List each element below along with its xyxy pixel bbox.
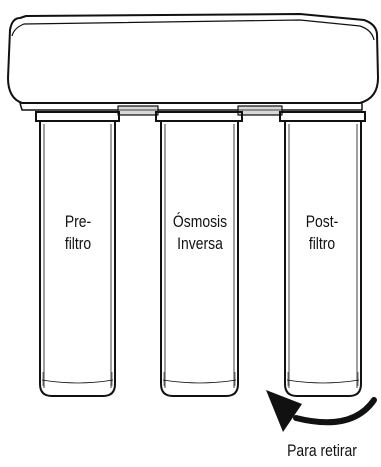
label-reverse-osmosis-line1: Ósmosis xyxy=(172,212,228,231)
label-post-filter-line2: filtro xyxy=(308,234,336,253)
cartridge-reverse-osmosis xyxy=(155,111,243,397)
label-reverse-osmosis-line2: Inversa xyxy=(177,234,223,253)
label-pre-filter-line2: filtro xyxy=(64,234,92,253)
filter-housing xyxy=(7,13,379,116)
cartridge-pre-filter xyxy=(35,111,120,397)
label-post-filter-line1: Post- xyxy=(305,212,339,231)
cartridge-post-filter xyxy=(279,111,366,397)
label-pre-filter-line1: Pre- xyxy=(64,212,92,231)
curved-arrow-icon xyxy=(266,390,377,432)
caption-remove: Para retirar xyxy=(287,441,357,460)
